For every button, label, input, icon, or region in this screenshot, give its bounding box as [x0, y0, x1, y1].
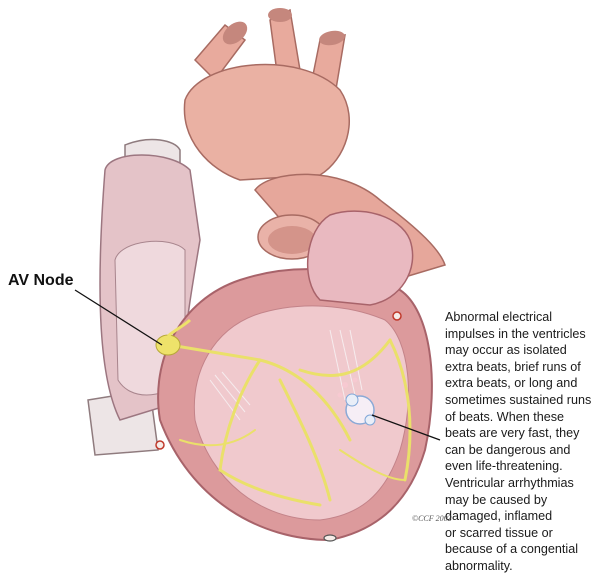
description-line: can be dangerous and — [445, 442, 571, 457]
description-line: because of a congential — [445, 542, 579, 557]
ectopic-focus — [337, 377, 376, 426]
coronary-vessels — [155, 311, 402, 542]
description-line: Abnormal electrical — [445, 310, 553, 324]
description-line: extra beats, or long and — [445, 376, 578, 391]
aortic-arch — [183, 8, 350, 181]
description-line: abnormality. — [445, 558, 513, 573]
description-line: damaged, inflamed — [445, 509, 553, 524]
description-line: sometimes sustained runs — [445, 392, 592, 407]
left-atrium — [307, 210, 414, 306]
description-line: may be caused by — [445, 492, 548, 507]
description-line: or scarred tissue or — [445, 525, 553, 540]
description-line: even life-threatening. — [445, 459, 563, 474]
description-line: extra beats, brief runs of — [445, 359, 581, 374]
description-line: Ventricular arrhythmias — [445, 475, 574, 490]
av-node-label: AV Node — [8, 272, 74, 289]
description-line: may occur as isolated — [445, 343, 567, 358]
copyright-credit: ©CCF 2002 — [412, 514, 452, 523]
ectopic-leader-line — [371, 414, 441, 441]
description-text: Abnormal electrical impulses in the vent… — [445, 309, 600, 575]
av-node — [155, 318, 192, 356]
chordae — [209, 329, 363, 421]
conduction-system — [168, 338, 412, 507]
description-line: of beats. When these — [445, 409, 565, 424]
description-line: beats are very fast, they — [445, 426, 580, 441]
description-line: impulses in the ventricles — [445, 326, 586, 341]
av-node-leader-line — [74, 289, 163, 346]
